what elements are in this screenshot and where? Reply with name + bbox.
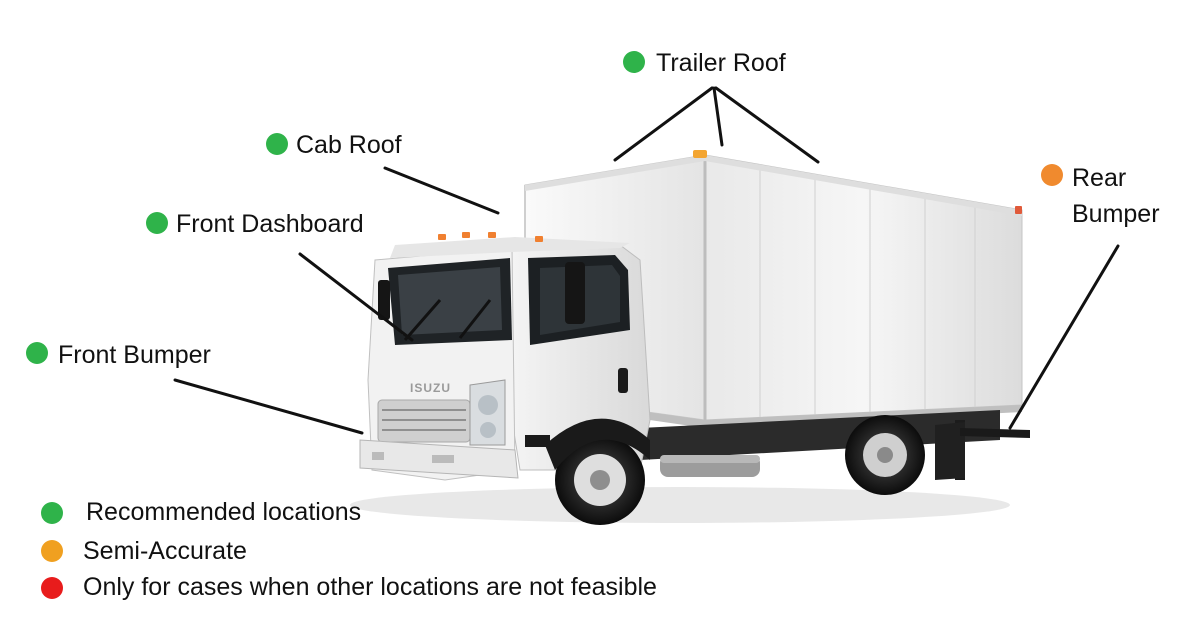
ground-shadow bbox=[350, 487, 1010, 523]
chassis bbox=[640, 410, 1030, 480]
front-wheel bbox=[545, 418, 650, 525]
front-bumper-line bbox=[173, 378, 364, 435]
trailer-roof-line-left bbox=[613, 86, 714, 162]
legend-recommended-label: Recommended locations bbox=[86, 498, 362, 526]
legend-semi-accurate-label: Semi-Accurate bbox=[83, 537, 247, 565]
cargo-box bbox=[524, 150, 1023, 428]
front-dashboard-label: Front Dashboard bbox=[176, 210, 364, 238]
rear-bumper-line bbox=[1008, 244, 1120, 430]
front-dashboard-dot bbox=[146, 212, 168, 234]
cab: ISUZU bbox=[359, 232, 651, 481]
legend-semi-accurate-dot bbox=[41, 540, 63, 562]
cab-roof-dot bbox=[266, 133, 288, 155]
front-bumper-dot bbox=[26, 342, 48, 364]
trailer-roof-line-center bbox=[712, 86, 724, 147]
front-dashboard-line bbox=[298, 252, 414, 342]
trailer-roof-line-right bbox=[714, 86, 820, 164]
cab-roof-label: Cab Roof bbox=[296, 131, 402, 159]
rear-bumper-dot bbox=[1041, 164, 1063, 186]
cab-roof-line bbox=[383, 166, 500, 215]
trailer-roof-label: Trailer Roof bbox=[656, 49, 786, 77]
legend-not-feasible-label: Only for cases when other locations are … bbox=[83, 573, 657, 601]
legend-recommended-dot bbox=[41, 502, 63, 524]
rear-bumper-label-line1: Rear bbox=[1072, 164, 1127, 192]
rear-bumper-label-line2: Bumper bbox=[1072, 200, 1160, 228]
rear-wheel bbox=[845, 415, 925, 495]
legend-not-feasible-dot bbox=[41, 577, 63, 599]
trailer-roof-dot bbox=[623, 51, 645, 73]
callout-lines bbox=[173, 86, 1120, 435]
brand-badge: ISUZU bbox=[410, 381, 451, 395]
front-bumper-label: Front Bumper bbox=[58, 341, 211, 369]
